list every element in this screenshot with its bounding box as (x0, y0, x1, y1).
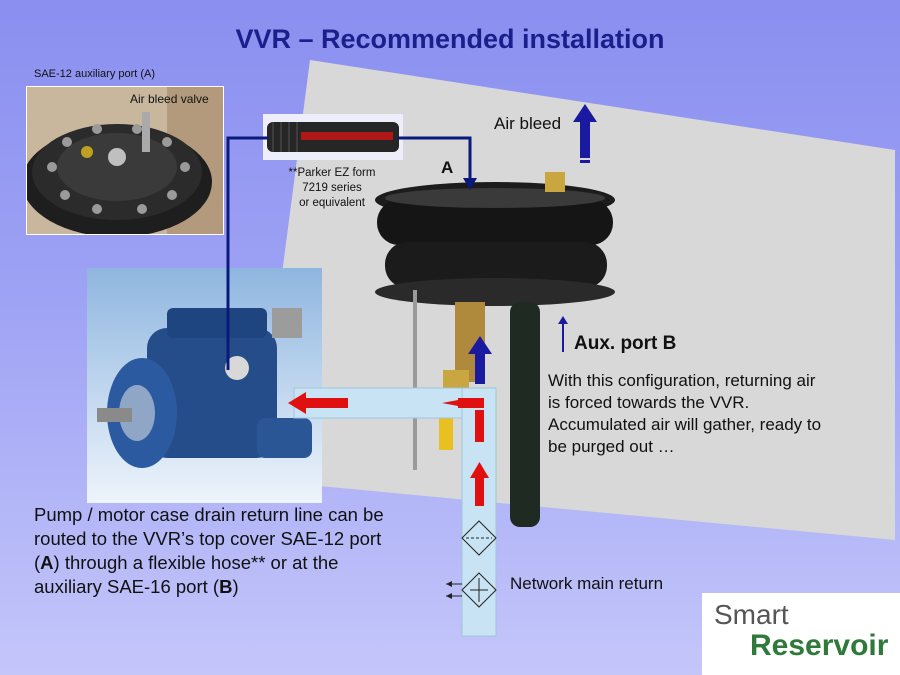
hose-photo (263, 114, 403, 160)
air-bleed-valve-label: Air bleed valve (130, 92, 209, 106)
top-cover-photo (26, 86, 224, 235)
hose-line (226, 136, 268, 370)
description-text: ) (232, 576, 239, 597)
description-port-b: B (219, 576, 233, 597)
smart-reservoir-logo: Smart Reservoir (702, 593, 900, 675)
flow-arrow-left (442, 400, 458, 406)
flow-arrow-up (475, 478, 484, 506)
configuration-text-line: Accumulated air will gather, ready to (548, 415, 822, 434)
configuration-text-line: is forced towards the VVR. (548, 393, 750, 412)
hose-caption: **Parker EZ form 7219 series or equivale… (272, 166, 392, 211)
flow-arrow-up (475, 410, 484, 442)
port-a-label: A (441, 158, 454, 177)
flow-arrow-left (306, 398, 348, 408)
vvr-inlet-arrow (475, 352, 485, 384)
logo-word-reservoir: Reservoir (750, 629, 889, 662)
routing-description: Pump / motor case drain return line can … (34, 503, 404, 599)
hose-caption-line: **Parker EZ form (288, 167, 376, 179)
description-port-a: A (40, 552, 54, 573)
description-text: Pump / motor case drain return line can … (34, 504, 384, 573)
air-bleed-arrow (580, 120, 590, 158)
hose-caption-line: or equivalent (299, 197, 365, 209)
pump-motor-photo (87, 268, 322, 503)
air-bleed-label: Air bleed (494, 114, 562, 133)
port-a-caption: SAE-12 auxiliary port (A) (34, 68, 156, 80)
page-title: VVR – Recommended installation (235, 24, 665, 54)
vvr-unit-photo (375, 172, 615, 527)
hose-line (398, 136, 472, 182)
aux-port-b-label: Aux. port B (574, 333, 677, 354)
configuration-text: With this configuration, returning air i… (548, 370, 900, 458)
logo-word-smart: Smart (714, 599, 789, 630)
configuration-text-line: be purged out … (548, 437, 675, 456)
port-a-arrow (463, 178, 477, 190)
network-main-return-label: Network main return (510, 574, 664, 593)
description-text: ) through a flexible hose** or at the au… (34, 552, 339, 597)
hose-caption-line: 7219 series (302, 182, 362, 194)
configuration-text-line: With this configuration, returning air (548, 371, 816, 390)
